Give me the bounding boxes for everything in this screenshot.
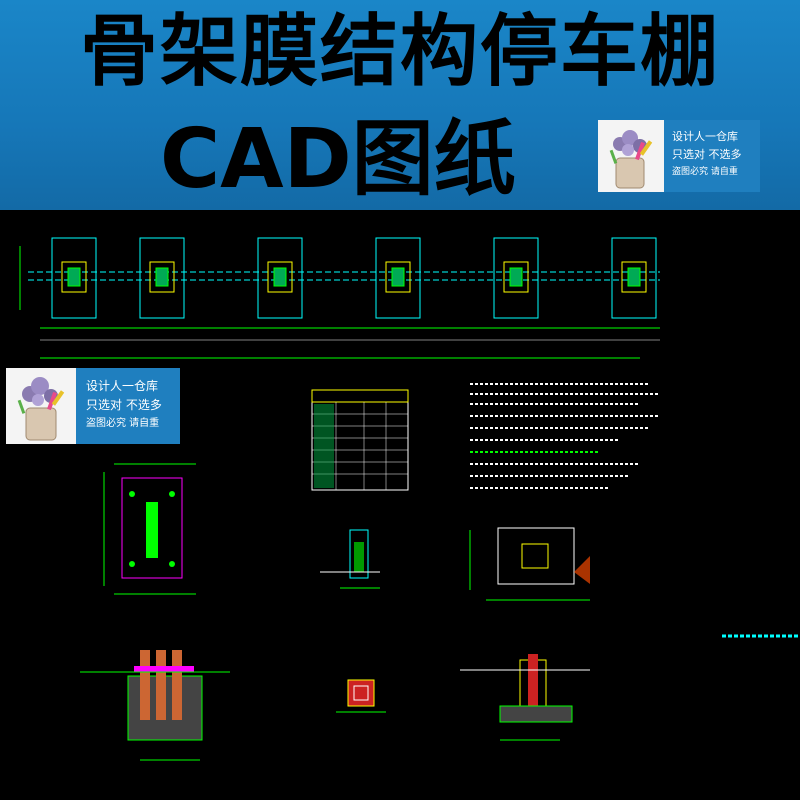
flower-pot-icon (6, 368, 76, 444)
pile-cap-section (469, 527, 590, 601)
flower-pot-icon (598, 120, 664, 192)
stiffener-detail (320, 529, 380, 589)
watermark-badge-left: 设计人一仓库 只选对 不选多 盗图必究 请自重 (6, 368, 180, 444)
watermark-line3: 盗图必究 请自重 (672, 167, 738, 177)
footing-2 (139, 237, 185, 319)
design-notes (470, 383, 660, 489)
footing-1 (51, 237, 97, 319)
footing-section (460, 654, 590, 741)
cad-drawing-area (0, 210, 800, 800)
base-plate-plan (103, 463, 196, 595)
watermark-text-panel: 设计人一仓库 只选对 不选多 盗图必究 请自重 (76, 368, 180, 444)
watermark-line1: 设计人一仓库 (672, 130, 738, 143)
banner-title-line2: CAD图纸 (160, 112, 516, 207)
footing-6 (611, 237, 657, 319)
watermark-line2: 只选对 不选多 (86, 398, 162, 412)
watermark-line1: 设计人一仓库 (86, 379, 159, 393)
cad-drawing-svg (0, 210, 800, 800)
column-joint-detail (336, 679, 386, 713)
footing-3 (257, 237, 303, 319)
anchor-bolt-section (80, 650, 230, 761)
material-table (311, 389, 409, 491)
foundation-plan (19, 237, 660, 359)
watermark-line3: 盗图必究 请自重 (86, 418, 160, 429)
watermark-badge-top: 设计人一仓库 只选对 不选多 盗图必究 请自重 (598, 120, 760, 192)
footing-5 (493, 237, 539, 319)
watermark-text-panel: 设计人一仓库 只选对 不选多 盗图必究 请自重 (664, 120, 760, 192)
title-banner: 骨架膜结构停车棚 CAD图纸 (0, 0, 800, 210)
watermark-line2: 只选对 不选多 (672, 148, 742, 161)
footing-4 (375, 237, 421, 319)
banner-title-line1: 骨架膜结构停车棚 (79, 7, 720, 97)
